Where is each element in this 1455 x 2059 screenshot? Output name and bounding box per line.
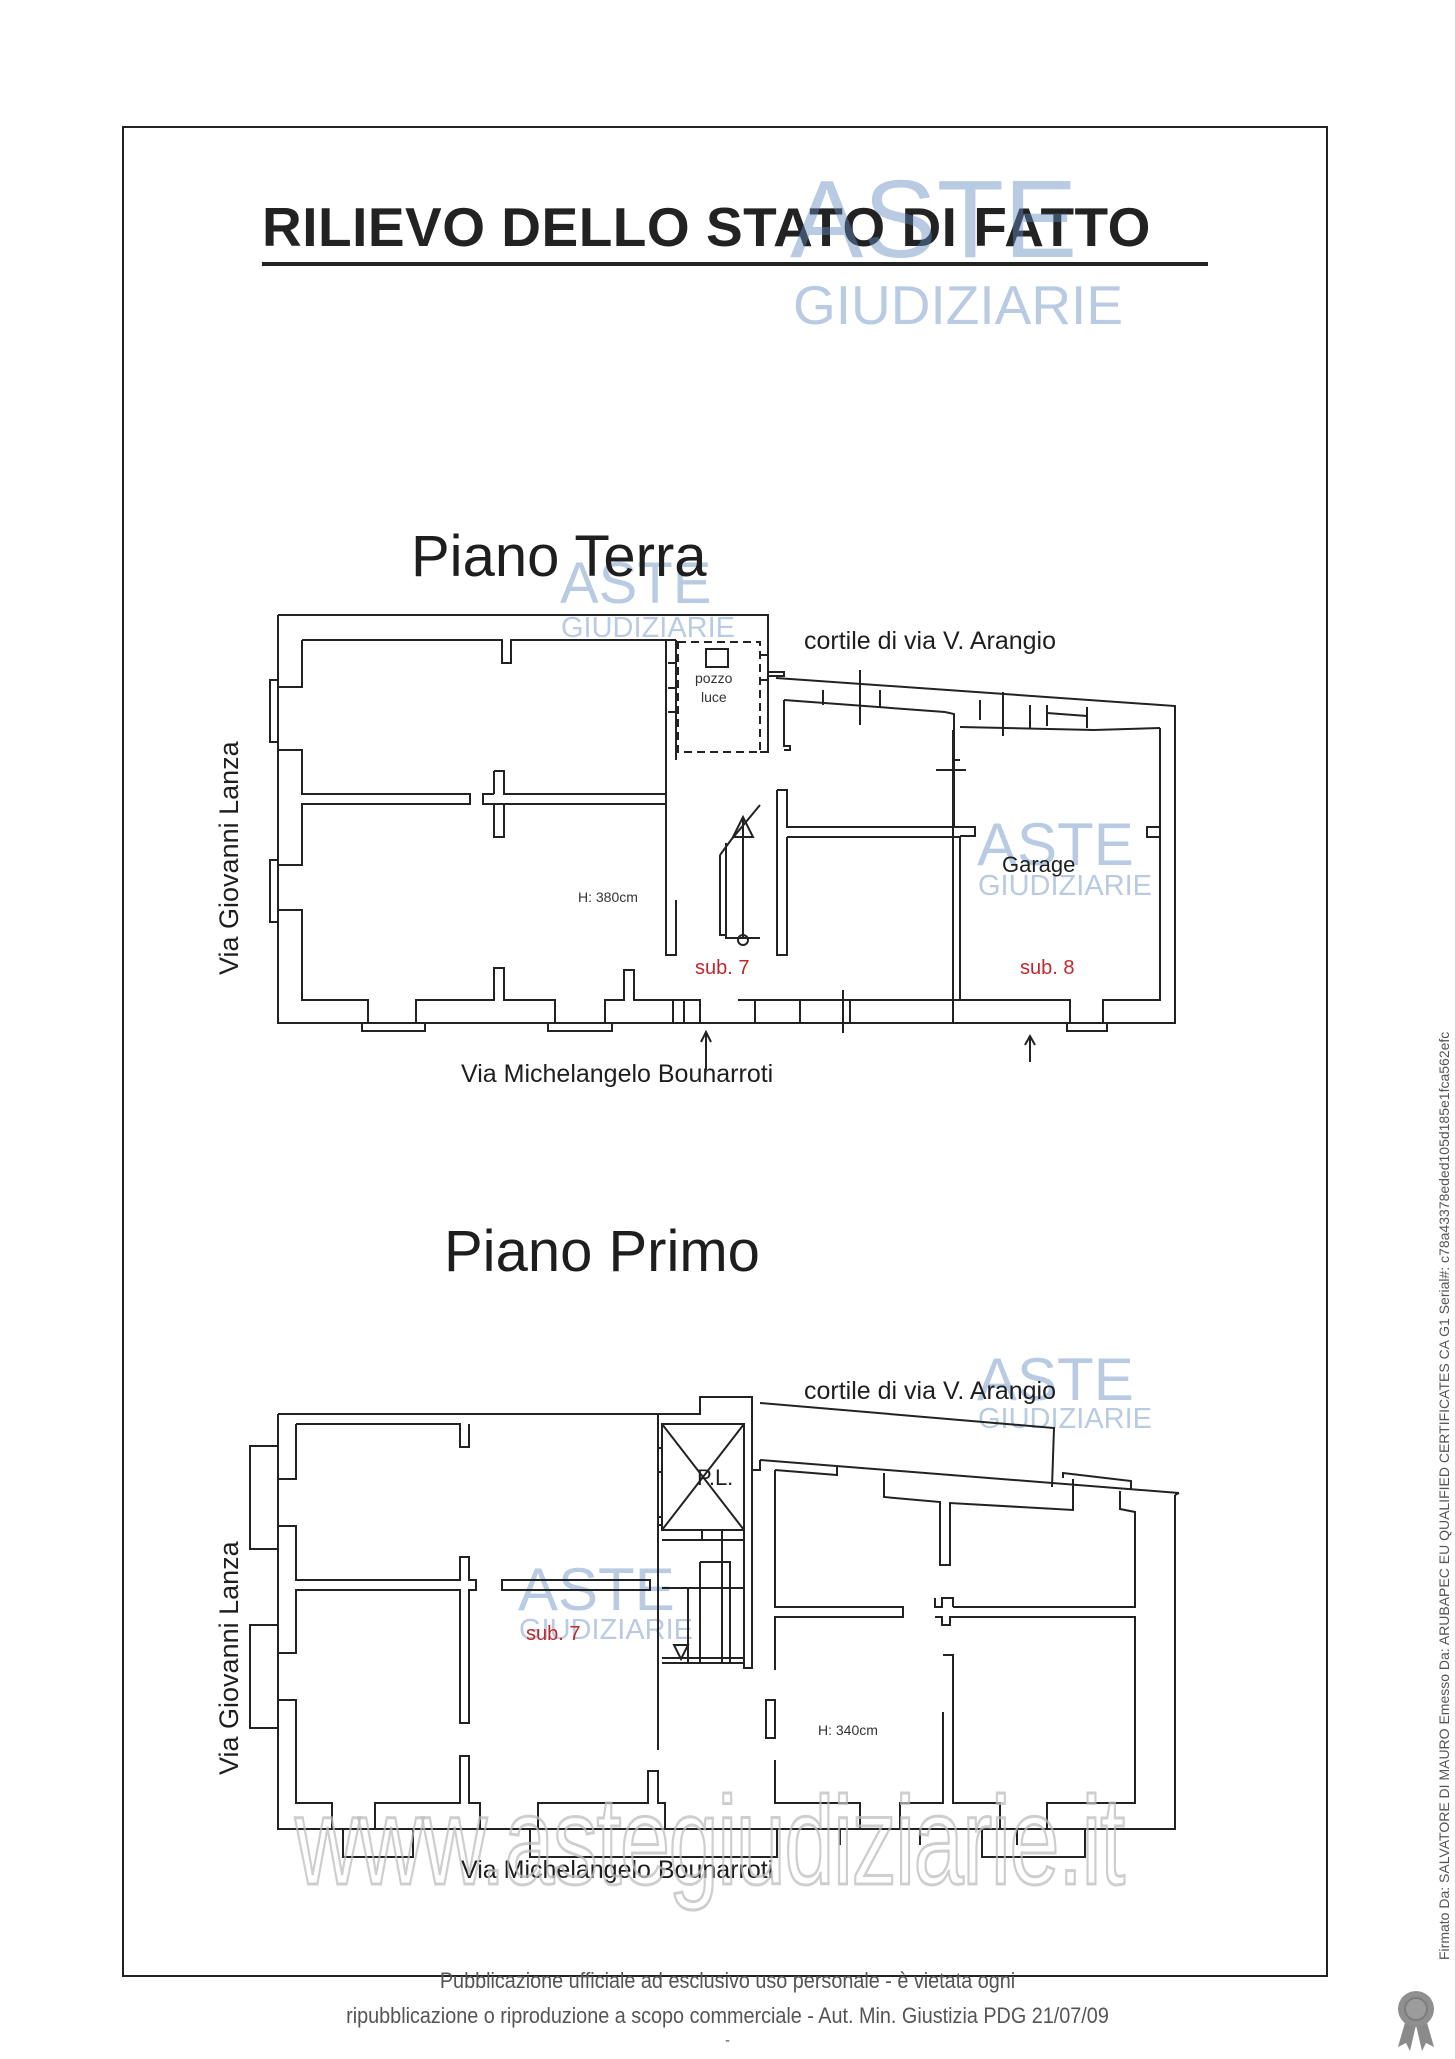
light-well-label-line1: pozzo <box>695 670 733 686</box>
footer-line-3: - <box>725 2032 730 2049</box>
watermark-brand-top: ASTE <box>560 551 712 616</box>
document-title: RILIEVO DELLO STATO DI FATTO <box>262 196 1151 258</box>
height-label-ground: H: 380cm <box>578 889 638 905</box>
garage-label: Garage <box>1002 852 1076 877</box>
digital-signature-text: Firmato Da: SALVATORE DI MAURO Emesso Da… <box>1436 1031 1452 1960</box>
courtyard-label-ground: cortile di via V. Arangio <box>804 627 1057 655</box>
street-bottom-label-first: Via Michelangelo Bounarroti <box>461 1856 774 1884</box>
street-left-label-first: Via Giovanni Lanza <box>214 1541 244 1775</box>
watermark-brand-top: ASTE <box>790 158 1078 281</box>
watermark-brand-bottom: GIUDIZIARIE <box>978 1403 1153 1435</box>
watermark-brand-bottom: GIUDIZIARIE <box>793 274 1124 336</box>
unit-label-sub7-first: sub. 7 <box>526 1623 581 1645</box>
unit-label-sub8-ground: sub. 8 <box>1020 957 1075 979</box>
watermark-brand-bottom: GIUDIZIARIE <box>519 1614 694 1646</box>
page-frame <box>122 126 1328 1977</box>
watermark-brand-top: ASTE <box>977 811 1134 878</box>
title-underline <box>262 262 1208 266</box>
unit-label-sub7-ground: sub. 7 <box>695 957 750 979</box>
watermark-brand-bottom: GIUDIZIARIE <box>561 612 736 644</box>
footer-line-1: Pubblicazione ufficiale ad esclusivo uso… <box>439 1968 1016 1993</box>
floor-title-first: Piano Primo <box>444 1219 760 1284</box>
watermark-url: www.astegiudiziarie.it <box>294 1771 1126 1913</box>
ribbon-seal-icon <box>1398 1991 1434 2051</box>
watermark-brand-top: ASTE <box>977 1346 1134 1413</box>
footer-line-2: ripubblicazione o riproduzione a scopo c… <box>346 2003 1109 2028</box>
watermark-brand-bottom: GIUDIZIARIE <box>978 870 1153 902</box>
light-well-label-first: P.L. <box>697 1465 734 1490</box>
light-well-label-line2: luce <box>701 689 727 705</box>
street-bottom-label-ground: Via Michelangelo Bounarroti <box>461 1060 774 1088</box>
courtyard-label-first: cortile di via V. Arangio <box>804 1377 1057 1405</box>
height-label-first: H: 340cm <box>818 1722 878 1738</box>
street-left-label-ground: Via Giovanni Lanza <box>214 741 244 975</box>
floor-title-ground: Piano Terra <box>411 524 707 589</box>
